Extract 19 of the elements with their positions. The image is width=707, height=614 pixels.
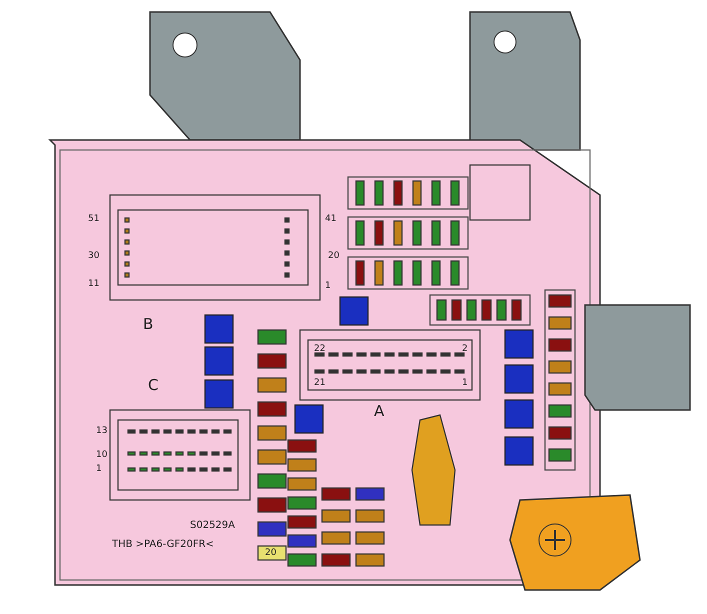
pin-number: 30 [88, 252, 100, 261]
pin-number: 1 [462, 379, 468, 388]
connector-label: C [148, 378, 158, 393]
pin-number: 11 [88, 280, 100, 289]
material-marking: THB >PA6-GF20FR< [112, 540, 214, 550]
pin-number: 20 [328, 252, 340, 261]
pin-number: 1 [96, 465, 102, 474]
pin-number: 51 [88, 215, 100, 224]
pin-number: 10 [96, 451, 108, 460]
connector-label: B [143, 317, 154, 332]
pin-number: 1 [325, 282, 331, 291]
pin-number: 41 [325, 215, 336, 224]
pin-number: 21 [314, 379, 326, 388]
pin-number: 13 [96, 427, 108, 436]
fuse-rating: 20 [265, 549, 276, 558]
part-number: S02529A [190, 521, 235, 531]
pin-number: 22 [314, 345, 326, 354]
connector-label: A [374, 404, 384, 419]
pin-number: 2 [462, 345, 468, 354]
